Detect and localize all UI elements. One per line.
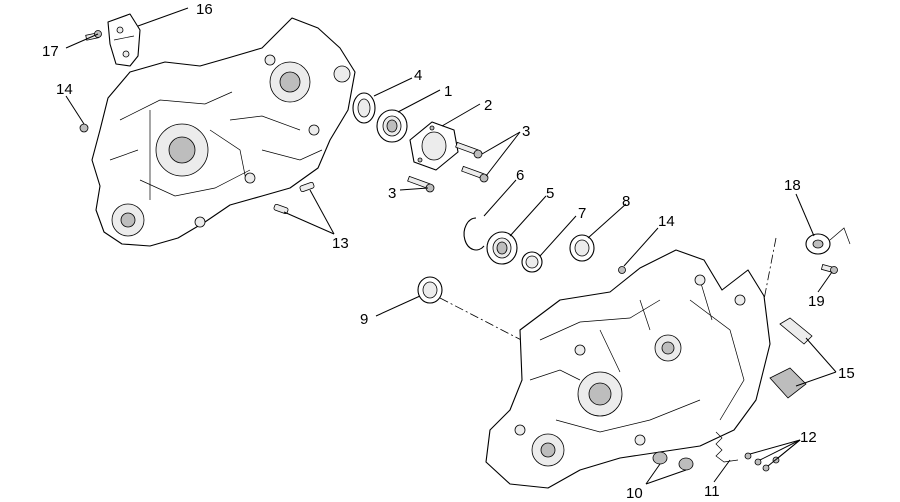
part-19-screw — [820, 264, 838, 274]
callout-13: 13 — [332, 235, 349, 252]
part-14-plug-right — [618, 266, 626, 274]
callout-9: 9 — [360, 311, 368, 328]
callout-7: 7 — [578, 205, 586, 222]
part-10-washers — [652, 451, 694, 471]
part-13-dowels — [273, 181, 315, 215]
part-14-plug-left — [79, 123, 89, 133]
part-4-oil-seal — [352, 92, 376, 124]
callout-16: 16 — [196, 1, 213, 18]
part-9-oil-seal — [417, 276, 443, 304]
callout-6: 6 — [516, 167, 524, 184]
part-8-bearing — [569, 234, 595, 262]
part-5-bearing — [486, 231, 518, 265]
callout-12: 12 — [800, 429, 817, 446]
callout-18: 18 — [784, 177, 801, 194]
callout-4: 4 — [414, 67, 422, 84]
part-11-spring — [715, 431, 739, 463]
leader-lines — [65, 7, 837, 485]
part-12-screws — [744, 452, 780, 472]
part-6-circlip — [463, 217, 485, 251]
callout-17: 17 — [42, 43, 59, 60]
part-3-screws — [407, 141, 489, 193]
callout-8: 8 — [622, 193, 630, 210]
callout-10: 10 — [626, 485, 643, 502]
part-18-sensor — [805, 227, 851, 255]
callout-1: 1 — [444, 83, 452, 100]
callout-5: 5 — [546, 185, 554, 202]
callout-14-right: 14 — [658, 213, 675, 230]
callout-14-left: 14 — [56, 81, 73, 98]
part-16-bracket — [107, 13, 141, 67]
callout-3-right: 3 — [522, 123, 530, 140]
right-crankcase-half — [485, 249, 771, 489]
callout-11: 11 — [704, 483, 720, 500]
part-15-pads — [769, 317, 813, 399]
callout-2: 2 — [484, 97, 492, 114]
part-2-retaining-plate — [409, 121, 459, 171]
part-7-seal — [521, 251, 543, 273]
part-1-bearing — [376, 109, 408, 143]
callout-3-left: 3 — [388, 185, 396, 202]
callout-labels: 16 17 14 4 1 2 3 3 6 5 7 8 14 13 9 18 19… — [42, 1, 855, 502]
callout-19: 19 — [808, 293, 825, 310]
callout-15: 15 — [838, 365, 855, 382]
left-crankcase-half — [91, 17, 356, 247]
